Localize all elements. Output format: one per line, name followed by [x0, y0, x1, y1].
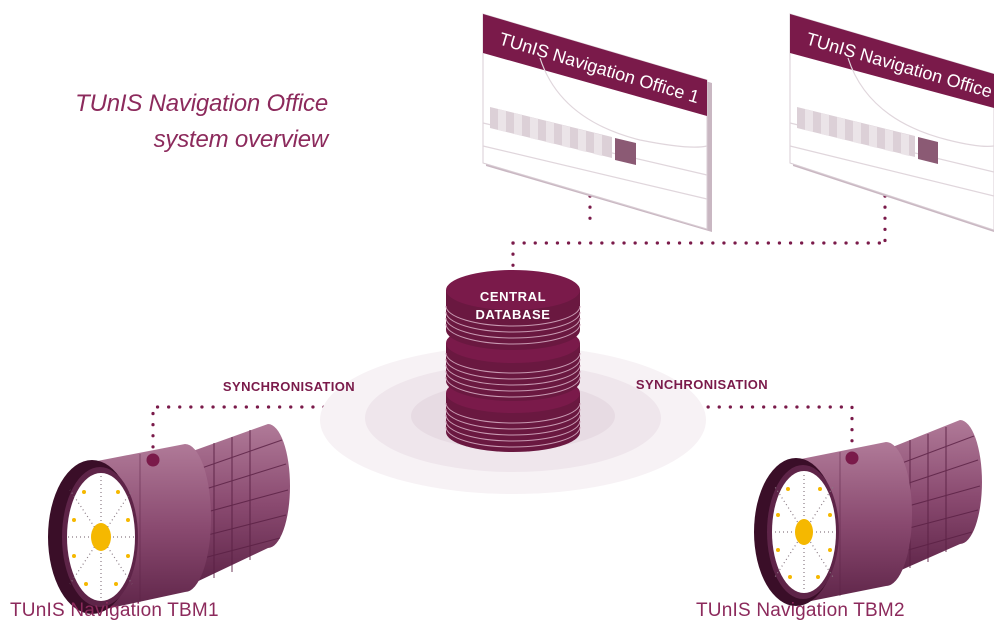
sync-label-right: SYNCHRONISATION — [636, 377, 768, 392]
tbm1-sync-node — [146, 453, 160, 467]
tbm2-label: TUnIS Navigation TBM2 — [696, 600, 905, 621]
office2-progress-bar — [797, 107, 938, 164]
office-connection-lines — [511, 194, 887, 280]
database-label-line2: DATABASE — [475, 307, 550, 322]
database-label-line1: CENTRAL — [480, 289, 546, 304]
tbm2-sync-node — [845, 451, 859, 465]
tbm2-machine — [754, 420, 982, 606]
office-screen-1 — [482, 13, 712, 232]
office1-progress-bar — [490, 107, 636, 165]
database-icon — [445, 270, 581, 452]
sync-label-left: SYNCHRONISATION — [223, 379, 355, 394]
diagram-title-line1: TUnIS Navigation Office — [75, 90, 328, 117]
tbm1-label: TUnIS Navigation TBM1 — [10, 600, 219, 621]
tbm1-machine — [48, 424, 290, 614]
office-screen-2 — [789, 13, 994, 232]
diagram-title-line2: system overview — [153, 126, 329, 153]
